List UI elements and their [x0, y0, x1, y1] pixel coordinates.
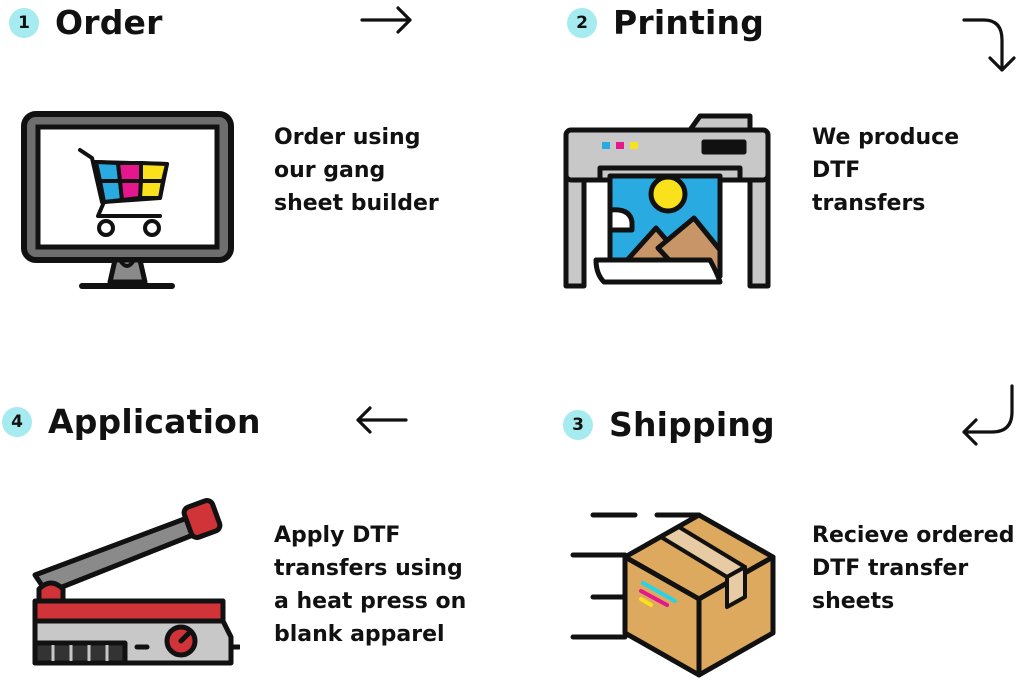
- computer-shopping-cart-icon: [21, 111, 234, 289]
- arrow-curve-down-icon: [962, 18, 1016, 72]
- shipping-box-icon: [570, 512, 776, 678]
- step-2-description: We produce DTF transfers: [812, 125, 960, 216]
- step-2-title: Printing: [613, 3, 765, 42]
- arrow-curve-left-icon: [962, 384, 1014, 446]
- step-1-header: 1 Order: [9, 3, 163, 42]
- large-format-printer-icon: [563, 113, 771, 289]
- step-2-header: 2 Printing: [567, 3, 764, 42]
- step-2-badge: 2: [567, 7, 597, 38]
- step-4-title: Application: [48, 402, 261, 441]
- step-1-description: Order using our gang sheet builder: [274, 125, 439, 216]
- arrow-right-icon: [360, 6, 412, 34]
- step-4-description: Apply DTF transfers using a heat press o…: [274, 523, 467, 647]
- step-3-title: Shipping: [609, 405, 775, 444]
- step-3-header: 3 Shipping: [563, 405, 775, 444]
- step-4-header: 4 Application: [2, 402, 261, 441]
- heat-press-icon: [32, 498, 240, 666]
- step-4-badge: 4: [2, 406, 32, 437]
- step-1-title: Order: [55, 3, 163, 42]
- step-1-badge: 1: [9, 7, 39, 38]
- step-3-badge: 3: [563, 409, 593, 440]
- arrow-left-icon: [356, 406, 408, 434]
- step-3-description: Recieve ordered DTF transfer sheets: [812, 523, 1015, 614]
